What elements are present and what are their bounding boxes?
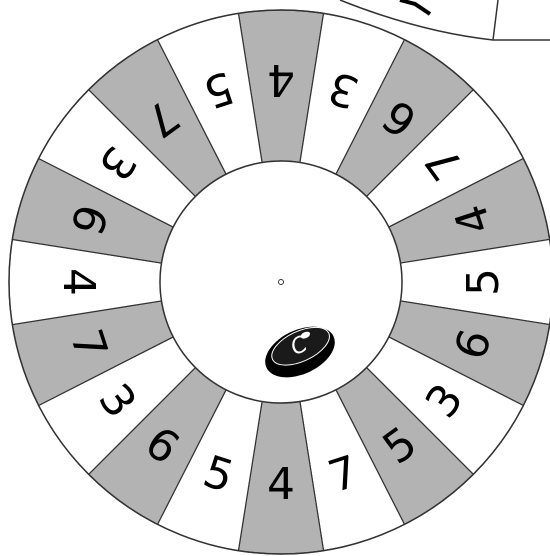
wheel-number: 5 [458, 268, 509, 296]
wheel-number: 4 [267, 459, 295, 510]
wheel-number: 4 [53, 268, 104, 296]
wheel-number: 4 [267, 54, 295, 105]
